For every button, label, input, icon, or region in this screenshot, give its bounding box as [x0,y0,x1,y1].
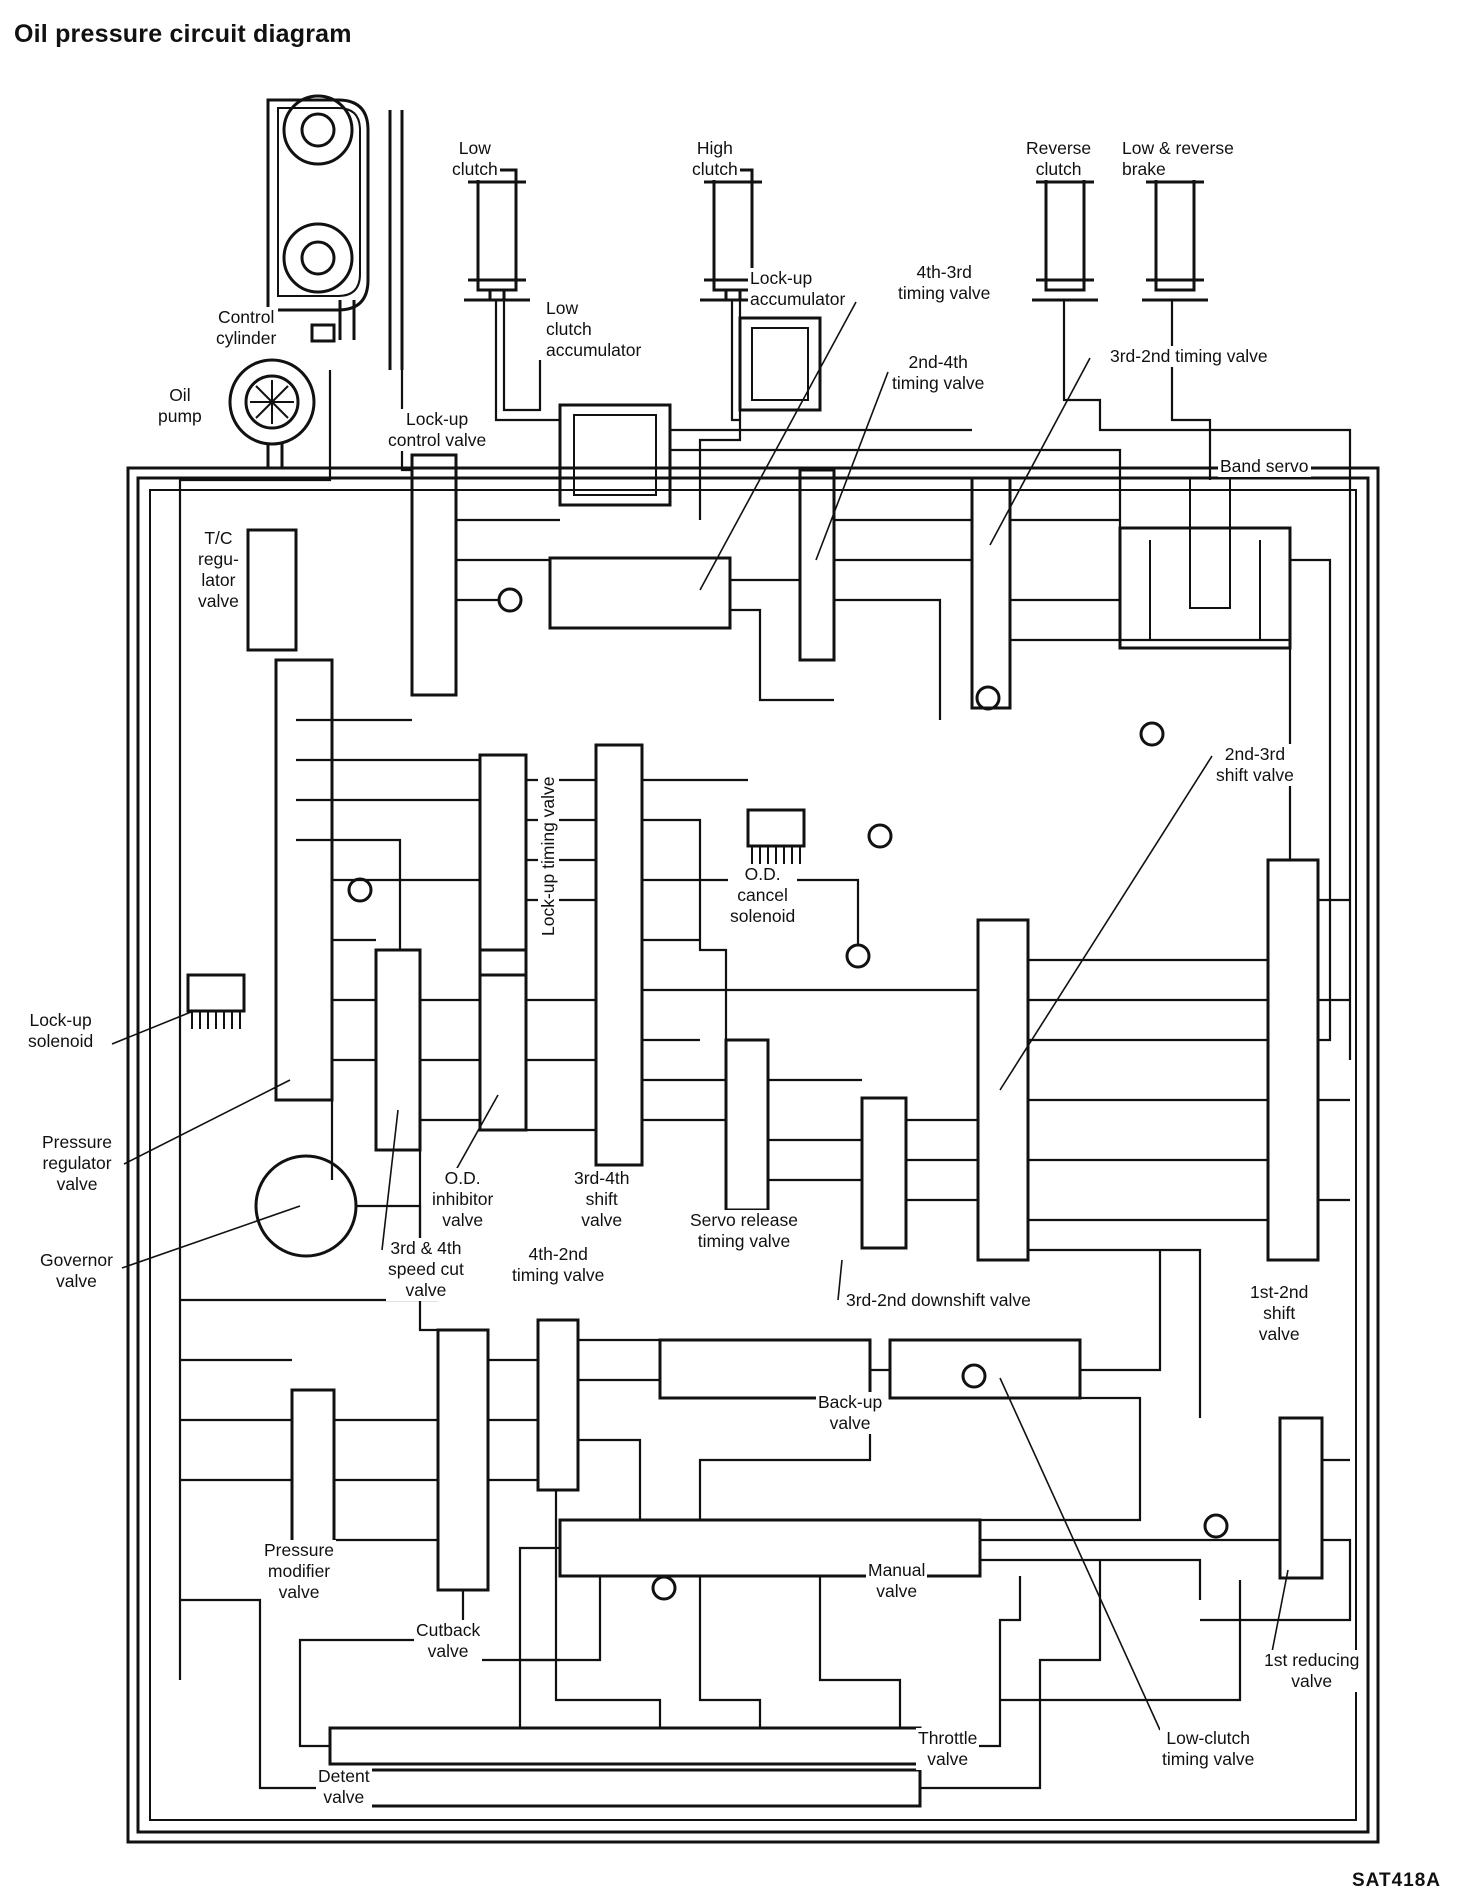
outer-frame-outer [126,466,1380,1844]
label-pressure-regulator-valve: Pressure regulator valve [40,1132,115,1195]
label-control-cylinder: Control cylinder [214,307,279,349]
label-manual-valve: Manual valve [866,1560,928,1602]
tc-regulator-valve-body [246,528,298,652]
leader-low-clutch-timing [999,1377,1161,1731]
label-1st-reducing-valve: 1st reducing valve [1262,1650,1362,1692]
label-2nd-3rd-shift-valve: 2nd-3rd shift valve [1214,744,1296,786]
shift-3rd-4th-valve-body [594,743,644,1167]
lockup-control-valve-body [410,453,458,697]
timing-2nd-4th-valve-body [798,468,836,662]
reducing-1st-valve-body [1278,1416,1324,1580]
shift-2nd-3rd-valve-body [976,918,1030,1262]
leader-od-inhibitor [455,1094,499,1171]
label-3rd-2nd-timing-valve: 3rd-2nd timing valve [1108,346,1270,367]
leader-2nd-3rd-shift [999,755,1213,1091]
speed-cut-valve-body [374,948,422,1152]
leader-3rd-2nd [989,357,1091,546]
label-low-clutch: Low clutch [450,138,500,180]
downshift-3rd-2nd-valve-body [860,1096,908,1250]
label-oil-pump: Oil pump [156,385,204,427]
leader-governor [121,1205,301,1269]
timing-4th-2nd-valve-body [536,1318,580,1492]
label-low-reverse-brake: Low & reverse brake [1120,138,1236,180]
label-lockup-accumulator: Lock-up accumulator [748,268,848,310]
label-3rd-4th-shift-valve: 3rd-4th shift valve [572,1168,632,1231]
label-3rd-2nd-downshift-valve: 3rd-2nd downshift valve [844,1290,1033,1311]
leader-4th-3rd [699,301,857,591]
band-servo-body [1118,526,1292,650]
label-reverse-clutch: Reverse clutch [1024,138,1094,180]
label-lockup-control-valve: Lock-up control valve [386,409,489,451]
label-low-clutch-timing-valve: Low-clutch timing valve [1160,1728,1257,1770]
label-od-inhibitor-valve: O.D. inhibitor valve [430,1168,496,1231]
label-high-clutch: High clutch [690,138,740,180]
od-inhibitor-valve-body [478,948,528,1132]
outer-frame-3 [149,489,1357,1821]
label-od-cancel-solenoid: O.D. cancel solenoid [728,864,798,927]
torque-converter [266,94,404,370]
leader-lockup-solenoid [111,1009,197,1045]
label-detent-valve: Detent valve [316,1766,372,1808]
leader-1st-reducing [1271,1569,1289,1653]
outer-frame-inner [136,476,1370,1834]
label-1st-2nd-shift-valve: 1st-2nd shift valve [1248,1282,1311,1345]
page-title: Oil pressure circuit diagram [14,20,352,48]
label-4th-2nd-timing-valve: 4th-2nd timing valve [510,1244,607,1286]
leader-pressure-regulator [123,1079,291,1165]
oil-pump [228,323,336,468]
label-low-clutch-accumulator: Low clutch accumulator [544,298,644,361]
leader-speed-cut [381,1109,399,1251]
low-clutch-accumulator-body [558,403,672,507]
label-back-up-valve: Back-up valve [816,1392,885,1434]
figure-code: SAT418A [1352,1870,1442,1891]
label-2nd-4th-timing-valve: 2nd-4th timing valve [890,352,987,394]
lockup-timing-valve-body [478,753,528,977]
label-tc-regulator-valve: T/C regu- lator valve [196,528,241,612]
label-governor-valve: Governor valve [38,1250,115,1292]
timing-4th-3rd-valve-body [548,556,732,630]
label-pressure-modifier-valve: Pressure modifier valve [262,1540,337,1603]
label-lockup-timing-valve: Lock-up timing valve [538,776,559,936]
label-throttle-valve: Throttle valve [916,1728,980,1770]
shift-1st-2nd-valve-body [1266,858,1320,1262]
leader-2nd-4th [815,371,889,561]
label-band-servo: Band servo [1218,456,1311,477]
label-lockup-solenoid: Lock-up solenoid [26,1010,96,1052]
label-4th-3rd-timing-valve: 4th-3rd timing valve [896,262,993,304]
leader-3rd-2nd-downshift [837,1259,843,1301]
label-cutback-valve: Cutback valve [414,1620,483,1662]
label-3rd-4th-speed-cut-valve: 3rd & 4th speed cut valve [386,1238,466,1301]
label-servo-release-timing-valve: Servo release timing valve [688,1210,800,1252]
